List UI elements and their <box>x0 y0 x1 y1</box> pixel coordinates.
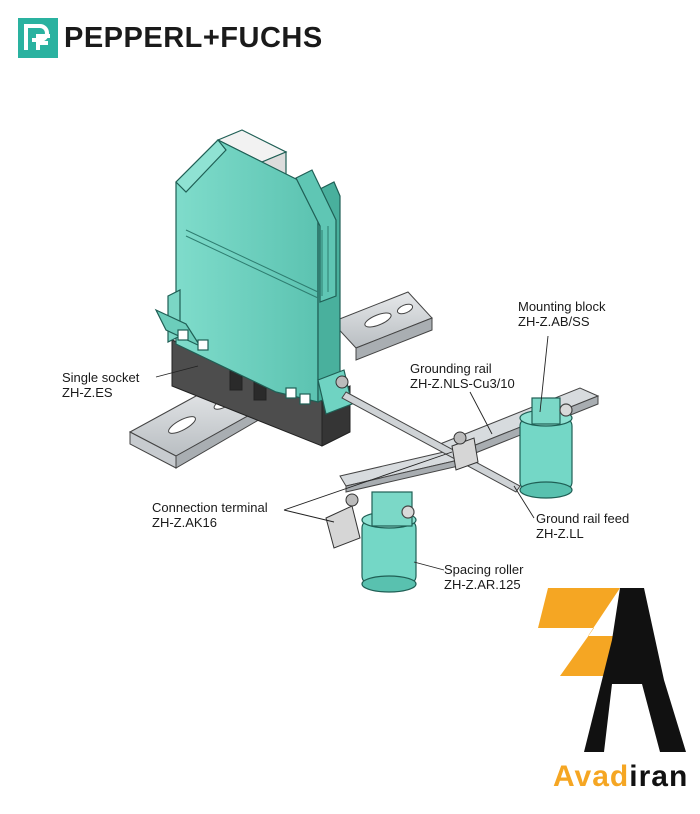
label-ground-rail-feed: Ground rail feed ZH-Z.LL <box>536 511 630 541</box>
label-connection-terminal: Connection terminal ZH-Z.AK16 <box>152 500 268 530</box>
label-mounting-block: Mounting block ZH-Z.AB/SS <box>518 299 606 329</box>
din-rail-back <box>331 291 433 361</box>
pf-logo-icon <box>18 18 58 58</box>
mounting-block <box>519 397 573 499</box>
brand-suffix: iran <box>629 760 689 793</box>
connection-terminal <box>325 375 479 549</box>
avadiran-watermark: Avadiran <box>553 762 688 792</box>
lightning-bolt-logo-icon <box>538 588 686 752</box>
leader-lines <box>155 335 549 571</box>
spacing-roller <box>361 491 417 593</box>
module-seams <box>185 226 329 299</box>
isolator-module <box>154 129 353 415</box>
brand-prefix: Avad <box>553 760 630 793</box>
pepperl-fuchs-logo: PEPPERL+FUCHS <box>18 18 323 58</box>
label-grounding-rail: Grounding rail ZH-Z.NLS-Cu3/10 <box>410 361 515 391</box>
label-single-socket: Single socket ZH-Z.ES <box>62 370 140 400</box>
label-spacing-roller: Spacing roller ZH-Z.AR.125 <box>444 562 524 592</box>
brand-name: PEPPERL+FUCHS <box>64 21 323 54</box>
